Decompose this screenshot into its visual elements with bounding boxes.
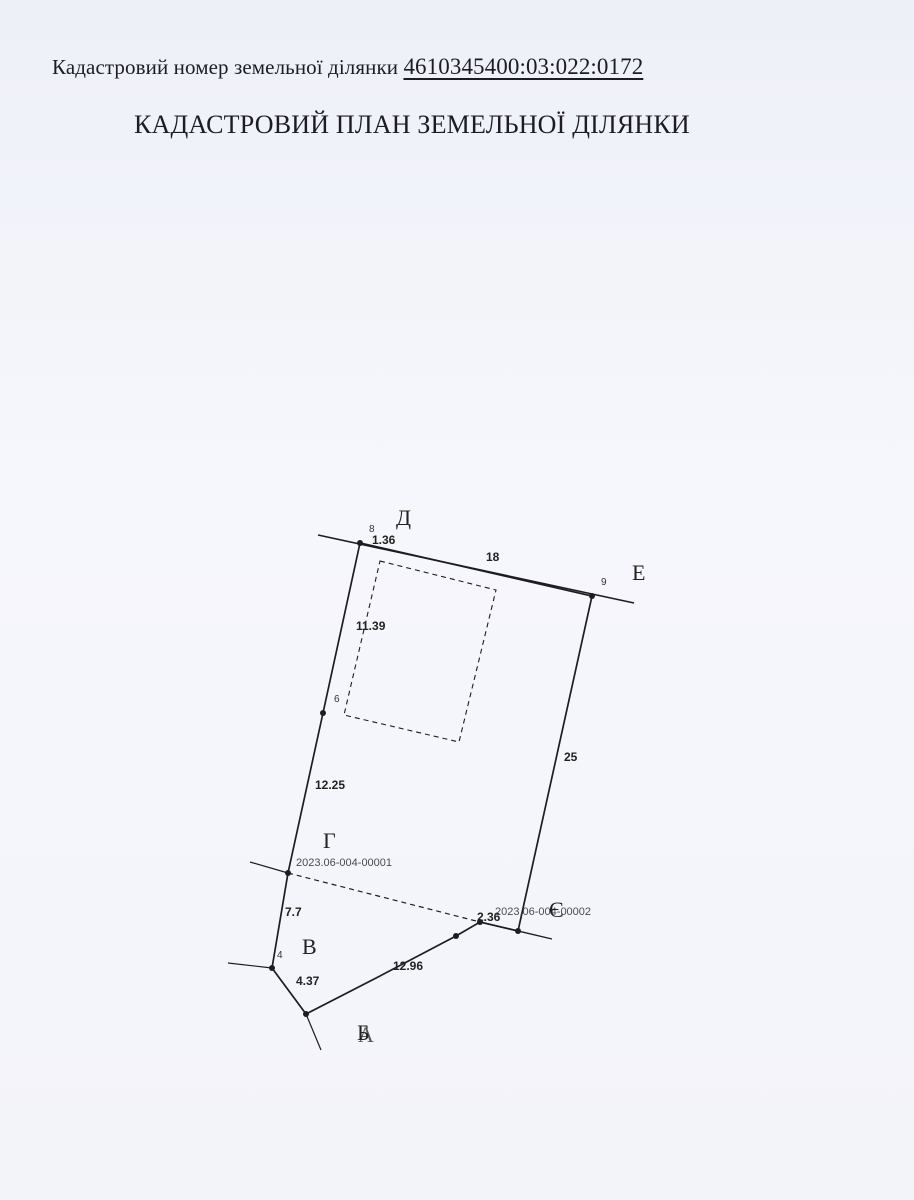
vertex-g (285, 870, 291, 876)
point-number-8: 8 (369, 524, 375, 535)
length-top-short: 1.36 (372, 533, 396, 547)
neighbor-letter-v: В (302, 934, 317, 959)
cadastral-number-label: Кадастровий номер земельної ділянки (52, 55, 399, 79)
neighbor-letter-b: Б (357, 1020, 370, 1045)
length-top-long: 18 (486, 550, 500, 564)
length-bottom-right: 2.36 (477, 910, 501, 924)
length-left-bottom: 7.7 (285, 905, 302, 919)
length-bottom-short: 4.37 (296, 974, 320, 988)
document-title: КАДАСТРОВИЙ ПЛАН ЗЕМЕЛЬНОЇ ДІЛЯНКИ (134, 110, 690, 139)
vertex-ye (515, 928, 521, 934)
length-left-lower: 12.25 (315, 778, 345, 792)
point-number-4: 4 (277, 950, 283, 961)
boundary-extension-left (249, 861, 289, 874)
neighbor-letter-h: Г (323, 828, 336, 853)
neighbor-letter-d: Д (396, 505, 411, 530)
neighbor-letter-e: Е (632, 560, 645, 585)
vertex-6 (320, 710, 326, 716)
boundary-dashed-divider (287, 872, 481, 923)
length-right: 25 (564, 750, 578, 764)
vertex-9 (589, 593, 595, 599)
neighbor-letter-ye: Є (549, 897, 564, 922)
building-footprint (343, 560, 497, 743)
cadastral-number-value: 4610345400:03:022:0172 (403, 54, 644, 79)
cadastral-number-line: Кадастровий номер земельної ділянки 4610… (52, 54, 882, 80)
point-number-9: 9 (601, 577, 607, 588)
vertex-bottom-right (477, 919, 483, 925)
vertex-bottom-mid (453, 933, 459, 939)
vertex-8 (357, 540, 363, 546)
point-number-6: 6 (334, 694, 340, 705)
neighbor-code-1: 2023.06-004-00001 (296, 857, 392, 869)
vertex-4 (269, 965, 275, 971)
vertex-a (303, 1011, 309, 1017)
boundary-extension-bottom-left (227, 962, 273, 969)
neighbor-letter-a: А (358, 1022, 374, 1047)
boundary-extension-bottom (305, 1013, 322, 1051)
length-left-upper: 11.39 (356, 619, 386, 633)
neighbor-code-2: 2023.06-004-00002 (495, 906, 591, 918)
length-bottom-long: 12.96 (393, 959, 423, 973)
parcel-outline (271, 542, 594, 1016)
